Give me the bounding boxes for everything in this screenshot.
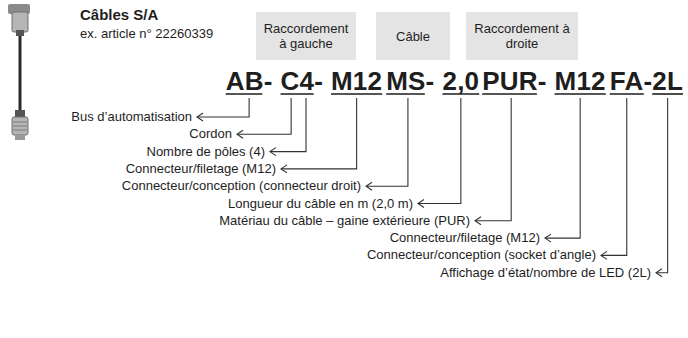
leader-line bbox=[545, 98, 580, 238]
arrow-head bbox=[197, 113, 203, 121]
explanation-label: Nombre de pôles (4) bbox=[147, 144, 266, 160]
code-segment: C4- bbox=[281, 66, 324, 96]
header-box: Câble bbox=[376, 12, 450, 60]
arrow-head bbox=[418, 200, 424, 208]
code-segment: AB- bbox=[226, 66, 273, 96]
header-text: Raccordement à droite bbox=[471, 21, 573, 51]
arrow-head bbox=[545, 234, 551, 242]
connector-pins bbox=[15, 135, 25, 140]
arrow-head bbox=[270, 148, 276, 156]
explanation-label: Connecteur/filetage (M12) bbox=[126, 161, 276, 177]
explanation-label: Longueur du câble en m (2,0 m) bbox=[228, 196, 413, 212]
leader-line bbox=[656, 98, 668, 273]
leader-line bbox=[281, 98, 357, 169]
header-box: Raccordement à gauche bbox=[256, 12, 356, 60]
code-segment: 2,0 bbox=[442, 66, 479, 96]
code-segment: M12 bbox=[555, 66, 606, 96]
arrow-head bbox=[281, 165, 287, 173]
code-segment: PUR- bbox=[482, 66, 546, 96]
title: Câbles S/A bbox=[80, 6, 158, 24]
explanation-label: Bus d’automatisation bbox=[71, 109, 192, 125]
knurl bbox=[13, 130, 27, 131]
explanation-label: Connecteur/conception (connecteur droit) bbox=[122, 178, 361, 194]
connector-neck bbox=[16, 30, 24, 36]
leader-line bbox=[366, 98, 408, 186]
connector-body bbox=[12, 12, 28, 32]
explanation-label: Connecteur/conception (socket d’angle) bbox=[367, 247, 596, 263]
article-number: ex. article n° 22260339 bbox=[80, 26, 213, 42]
leader-line bbox=[601, 98, 627, 255]
arrow-head bbox=[237, 130, 243, 138]
arrow-head bbox=[366, 182, 372, 190]
explanation-label: Affichage d’état/nombre de LED (2L) bbox=[440, 265, 651, 281]
header-text: Câble bbox=[396, 29, 430, 44]
leader-line bbox=[475, 98, 511, 221]
arrow-head bbox=[656, 269, 662, 277]
leader-line bbox=[418, 98, 461, 204]
explanation-label: Cordon bbox=[189, 126, 232, 142]
header-text: Raccordement à gauche bbox=[261, 21, 351, 51]
connector-body bbox=[12, 117, 28, 135]
leader-line bbox=[270, 98, 306, 152]
explanation-label: Matériau du câble – gaine extérieure (PU… bbox=[219, 213, 470, 229]
code-segment: FA- bbox=[610, 66, 652, 96]
leader-line bbox=[197, 98, 249, 117]
code-segment: M12 bbox=[331, 66, 382, 96]
arrow-head bbox=[475, 217, 481, 225]
leader-line bbox=[237, 98, 291, 134]
knurl bbox=[13, 126, 27, 127]
header-box: Raccordement à droite bbox=[466, 12, 578, 60]
cable bbox=[19, 36, 22, 112]
arrow-head bbox=[601, 251, 607, 259]
code-segment: 2L bbox=[652, 66, 683, 96]
knurl bbox=[13, 122, 27, 123]
code-segment: MS- bbox=[386, 66, 434, 96]
explanation-label: Connecteur/filetage (M12) bbox=[390, 230, 540, 246]
